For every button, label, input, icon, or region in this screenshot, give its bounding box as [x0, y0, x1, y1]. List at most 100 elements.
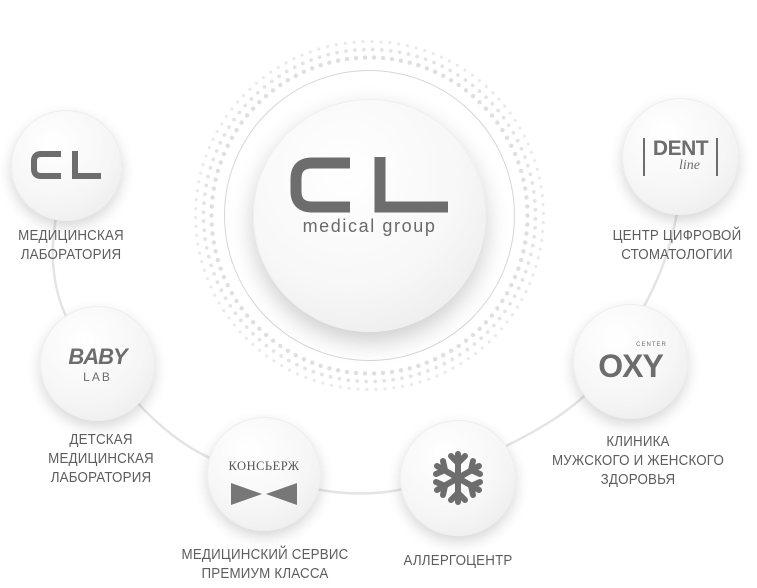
halo-dot: [439, 55, 444, 59]
halo-dot: [206, 254, 211, 259]
halo-dot: [518, 126, 522, 130]
halo-dot: [215, 129, 219, 134]
halo-dot: [424, 66, 430, 71]
center-subtitle: medical group: [302, 216, 437, 236]
halo-dot: [353, 55, 359, 61]
halo-dot: [497, 97, 501, 101]
halo-dot: [472, 342, 477, 347]
halo-dot: [495, 306, 500, 311]
halo-dot: [441, 353, 446, 358]
halo-dot: [489, 313, 495, 318]
halo-dot: [209, 204, 214, 209]
halo-dot: [300, 53, 304, 57]
halo-dot: [512, 151, 518, 157]
halo-dot: [418, 380, 422, 384]
halo-dot: [211, 186, 217, 191]
halo-dot: [503, 309, 507, 314]
halo-dot: [533, 207, 538, 212]
central-logo-disc: medical group: [253, 99, 486, 332]
halo-dot: [463, 338, 469, 343]
halo-dot: [541, 220, 545, 225]
halo-dot: [459, 362, 463, 366]
halo-dot: [248, 87, 252, 91]
halo-dot: [406, 52, 411, 57]
halo-dot: [380, 55, 386, 61]
halo-dot: [222, 132, 227, 137]
halo-dot: [416, 363, 421, 368]
halo-dot: [239, 306, 244, 311]
halo-dot: [500, 298, 505, 304]
halo-dot: [511, 130, 516, 135]
halo-dot: [456, 343, 461, 349]
halo-dot: [197, 180, 201, 184]
halo-dot: [463, 88, 469, 93]
halo-dot: [520, 297, 524, 302]
halo-dot: [530, 181, 535, 185]
halo-dot: [326, 52, 331, 57]
halo-dot: [263, 93, 269, 99]
dent-logo: DENT: [652, 137, 709, 160]
halo-dot: [221, 151, 227, 157]
halo-dot: [212, 271, 216, 276]
halo-dot: [541, 229, 545, 233]
halo-dot: [235, 100, 240, 104]
halo-dot: [491, 323, 496, 328]
halo-dot: [489, 113, 495, 118]
halo-dot: [374, 387, 378, 391]
halo-dot: [526, 142, 530, 146]
halo-dot: [371, 55, 377, 60]
halo-dot: [522, 240, 528, 245]
halo-dot: [218, 160, 223, 165]
halo-dot: [334, 43, 338, 47]
halo-dot: [204, 246, 209, 250]
node-baby-lab[interactable]: BABY LAB: [40, 306, 155, 421]
halo-dot: [238, 318, 243, 323]
node-cl-lab[interactable]: [11, 110, 122, 221]
halo-dot: [270, 88, 276, 93]
halo-dot: [265, 354, 269, 358]
halo-dot: [251, 331, 255, 336]
halo-dot: [264, 343, 269, 348]
node-dent[interactable]: DENT line: [622, 98, 739, 215]
halo-dot: [523, 155, 527, 160]
halo-dot: [232, 117, 236, 122]
halo-dot: [346, 378, 351, 383]
halo-dot: [219, 288, 224, 293]
halo-dot: [516, 160, 521, 165]
oxy-logo: OXY: [598, 348, 664, 384]
halo-dot: [202, 192, 207, 197]
halo-dot: [195, 189, 199, 193]
node-oxy[interactable]: CENTER OXY: [573, 304, 688, 419]
halo-dot: [537, 176, 542, 180]
halo-dot: [490, 101, 495, 106]
halo-dot: [519, 146, 524, 151]
node-allergy[interactable]: [400, 420, 516, 536]
halo-dot: [202, 201, 206, 206]
halo-dot: [373, 379, 378, 384]
halo-dot: [388, 41, 392, 45]
label-line: МЕДИЦИНСКИЙ СЕРВИС: [181, 547, 349, 563]
node-concierge[interactable]: КОНСЬЕРЖ: [207, 417, 321, 531]
halo-dot: [388, 48, 393, 53]
halo-dot: [487, 340, 491, 344]
halo-dot: [202, 268, 206, 272]
halo-dot: [224, 114, 229, 118]
halo-dot: [209, 285, 213, 289]
halo-dot: [512, 294, 517, 299]
halo-dot: [518, 168, 524, 174]
halo-dot: [528, 172, 533, 177]
halo-dot: [463, 78, 468, 82]
halo-dot: [524, 289, 528, 294]
halo-dot: [201, 219, 206, 224]
halo-dot: [196, 242, 200, 246]
halo-dot: [508, 111, 512, 115]
halo-dot: [508, 302, 512, 306]
halo-dot: [199, 171, 203, 175]
halo-dot: [539, 185, 543, 189]
halo-dot: [280, 364, 284, 368]
halo-dot: [523, 269, 528, 274]
halo-dot: [477, 79, 482, 83]
halo-dot: [538, 247, 542, 251]
halo-dot: [276, 65, 280, 69]
label-line: КЛИНИКА: [606, 434, 670, 450]
